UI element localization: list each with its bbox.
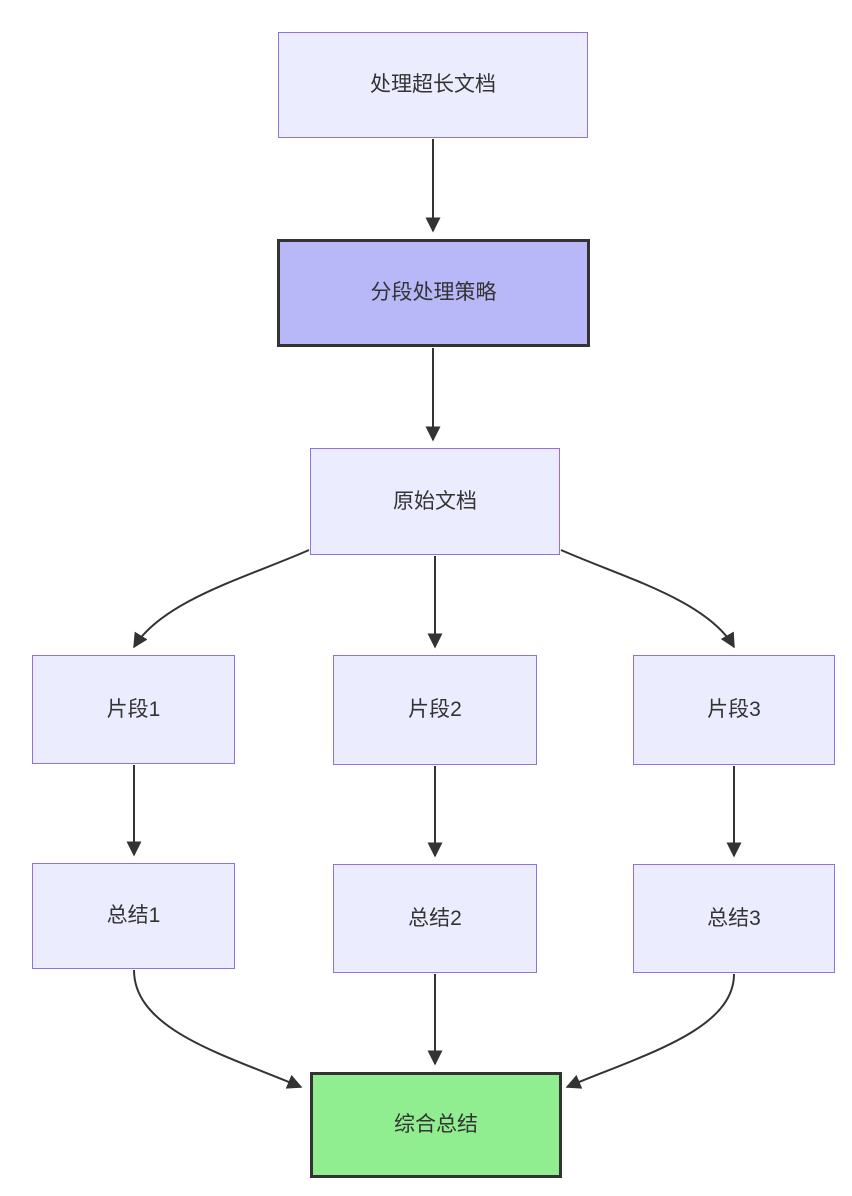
node-fragment-1: 片段1: [32, 655, 235, 764]
node-process-long-doc: 处理超长文档: [278, 32, 588, 138]
node-summary-3: 总结3: [633, 864, 835, 973]
node-label: 处理超长文档: [370, 73, 496, 97]
edge-summary1-to-final: [133, 969, 303, 1089]
node-label: 片段1: [106, 697, 161, 721]
node-label: 总结3: [707, 906, 761, 930]
node-original-doc: 原始文档: [310, 448, 560, 555]
edge-original-to-fragment1: [133, 549, 310, 649]
node-fragment-3: 片段3: [633, 655, 835, 765]
node-segment-strategy: 分段处理策略: [277, 239, 590, 347]
node-fragment-2: 片段2: [333, 655, 537, 765]
node-label: 总结2: [408, 906, 462, 930]
node-label: 分段处理策略: [370, 281, 497, 305]
node-summary-2: 总结2: [333, 864, 537, 973]
node-summary-1: 总结1: [32, 863, 235, 969]
node-label: 综合总结: [394, 1113, 478, 1137]
node-label: 原始文档: [393, 489, 477, 513]
node-label: 片段3: [707, 698, 761, 722]
node-label: 片段2: [408, 698, 462, 722]
edge-original-to-fragment3: [560, 549, 735, 649]
edge-summary3-to-final: [565, 973, 735, 1089]
node-final-summary: 综合总结: [310, 1072, 562, 1178]
node-label: 总结1: [106, 904, 161, 928]
